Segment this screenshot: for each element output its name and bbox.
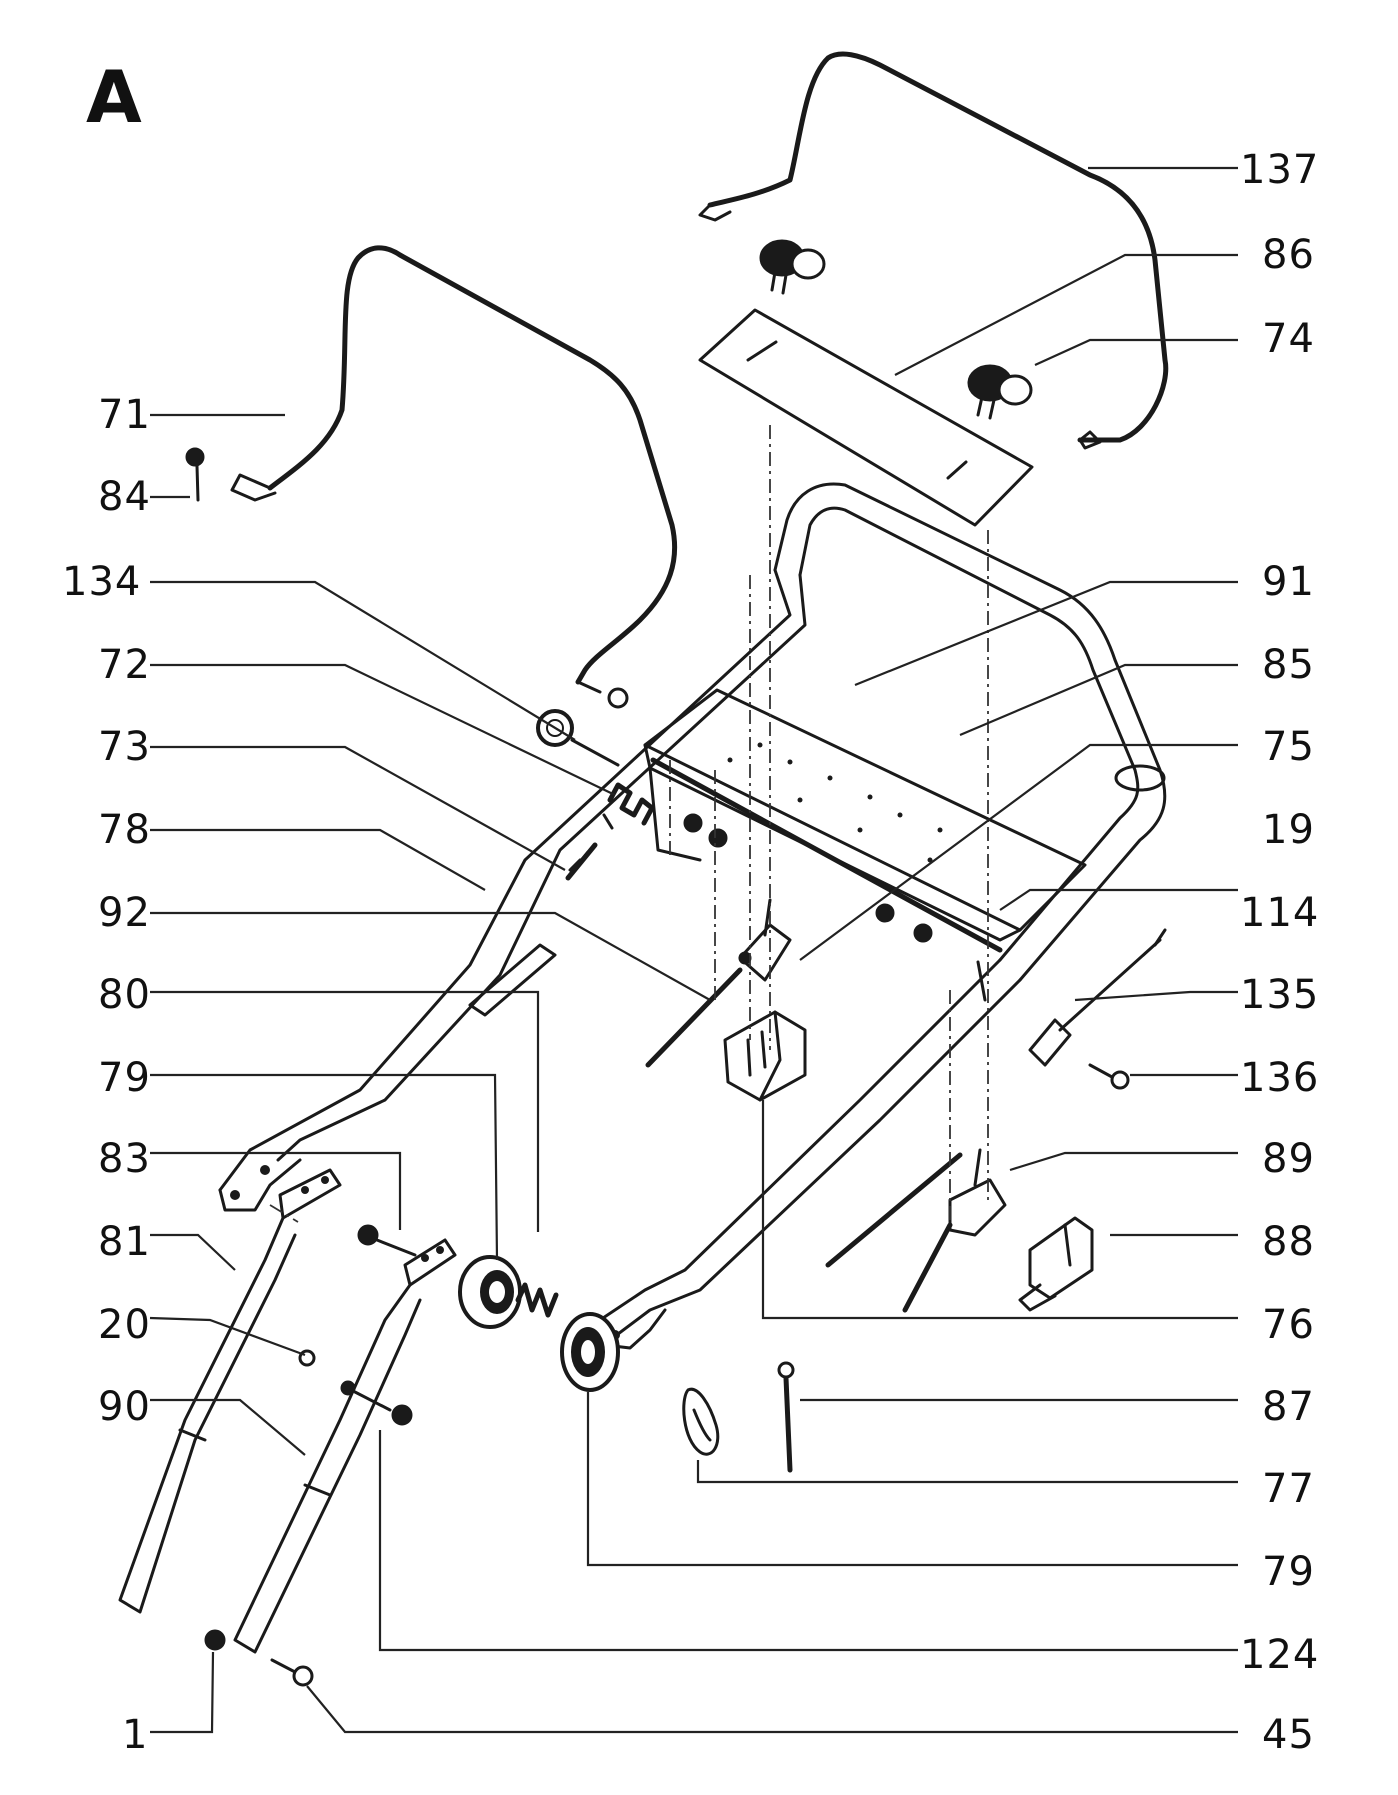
part-73-spring-pin <box>565 842 598 881</box>
label-74: 74 <box>1262 316 1315 362</box>
label-80: 80 <box>98 972 151 1018</box>
part-74-knob-upper <box>759 239 826 295</box>
leader-lines <box>149 166 1238 1734</box>
part-137-bail-wire <box>698 51 1169 450</box>
label-85: 85 <box>1262 642 1315 688</box>
part-83-bolt <box>357 1224 417 1257</box>
part-90-lower-handle-right <box>233 1238 457 1654</box>
part-87-pin <box>777 1361 795 1473</box>
part-92-rod <box>468 943 557 1017</box>
label-45: 45 <box>1262 1712 1315 1758</box>
main-upper-handle <box>218 482 1167 1350</box>
part-91-panel <box>643 688 1087 1002</box>
label-88: 88 <box>1262 1219 1315 1265</box>
label-19: 19 <box>1262 807 1315 853</box>
label-71: 71 <box>98 392 151 438</box>
label-90: 90 <box>98 1384 151 1430</box>
label-114: 114 <box>1240 890 1319 936</box>
assembly-center-lines <box>269 425 989 1223</box>
part-84-screw <box>185 447 205 502</box>
label-81: 81 <box>98 1219 151 1265</box>
label-73: 73 <box>98 724 151 770</box>
section-letter: A <box>86 55 142 139</box>
label-134: 134 <box>62 559 141 605</box>
label-84: 84 <box>98 474 151 520</box>
part-124-bolt <box>340 1380 413 1426</box>
label-89: 89 <box>1262 1136 1315 1182</box>
part-80-spring <box>515 1282 559 1318</box>
label-79-lower: 79 <box>1262 1549 1315 1595</box>
label-91: 91 <box>1262 559 1315 605</box>
part-89-lever <box>825 1148 1007 1313</box>
label-20: 20 <box>98 1302 151 1348</box>
label-87: 87 <box>1262 1384 1315 1430</box>
label-86: 86 <box>1262 232 1315 278</box>
label-124: 124 <box>1240 1632 1319 1678</box>
label-83: 83 <box>98 1136 151 1182</box>
part-75-lever <box>645 898 792 1068</box>
part-79-star-knob-lower <box>560 1312 620 1392</box>
label-79-upper: 79 <box>98 1055 151 1101</box>
part-86-plate <box>698 308 1034 527</box>
label-137: 137 <box>1240 147 1319 193</box>
label-135: 135 <box>1240 972 1319 1018</box>
label-92: 92 <box>98 890 151 936</box>
label-1: 1 <box>122 1712 148 1758</box>
part-77-clip <box>682 1387 720 1456</box>
part-45-bolt <box>270 1658 314 1687</box>
part-136-screw <box>1088 1063 1130 1090</box>
nuts-panel <box>683 813 933 943</box>
part-74-knob-lower <box>967 364 1033 420</box>
part-71-bail-wire <box>230 245 678 709</box>
label-76: 76 <box>1262 1302 1315 1348</box>
part-76-box <box>723 1010 807 1102</box>
part-81-lower-handle-left <box>118 1168 342 1614</box>
part-114-rod <box>650 757 1003 953</box>
part-1-nut <box>204 1629 226 1651</box>
label-77: 77 <box>1262 1466 1315 1512</box>
label-75: 75 <box>1262 724 1315 770</box>
part-72-spring <box>602 782 655 830</box>
label-78: 78 <box>98 807 151 853</box>
label-72: 72 <box>98 642 151 688</box>
part-135-clamp <box>1028 928 1167 1067</box>
part-79-star-knob-upper <box>458 1255 522 1329</box>
label-136: 136 <box>1240 1055 1319 1101</box>
callout-labels: 137 86 74 71 84 134 91 72 85 73 75 78 19… <box>62 147 1319 1758</box>
part-88-bracket <box>1018 1216 1094 1312</box>
part-134-clip <box>536 709 620 767</box>
